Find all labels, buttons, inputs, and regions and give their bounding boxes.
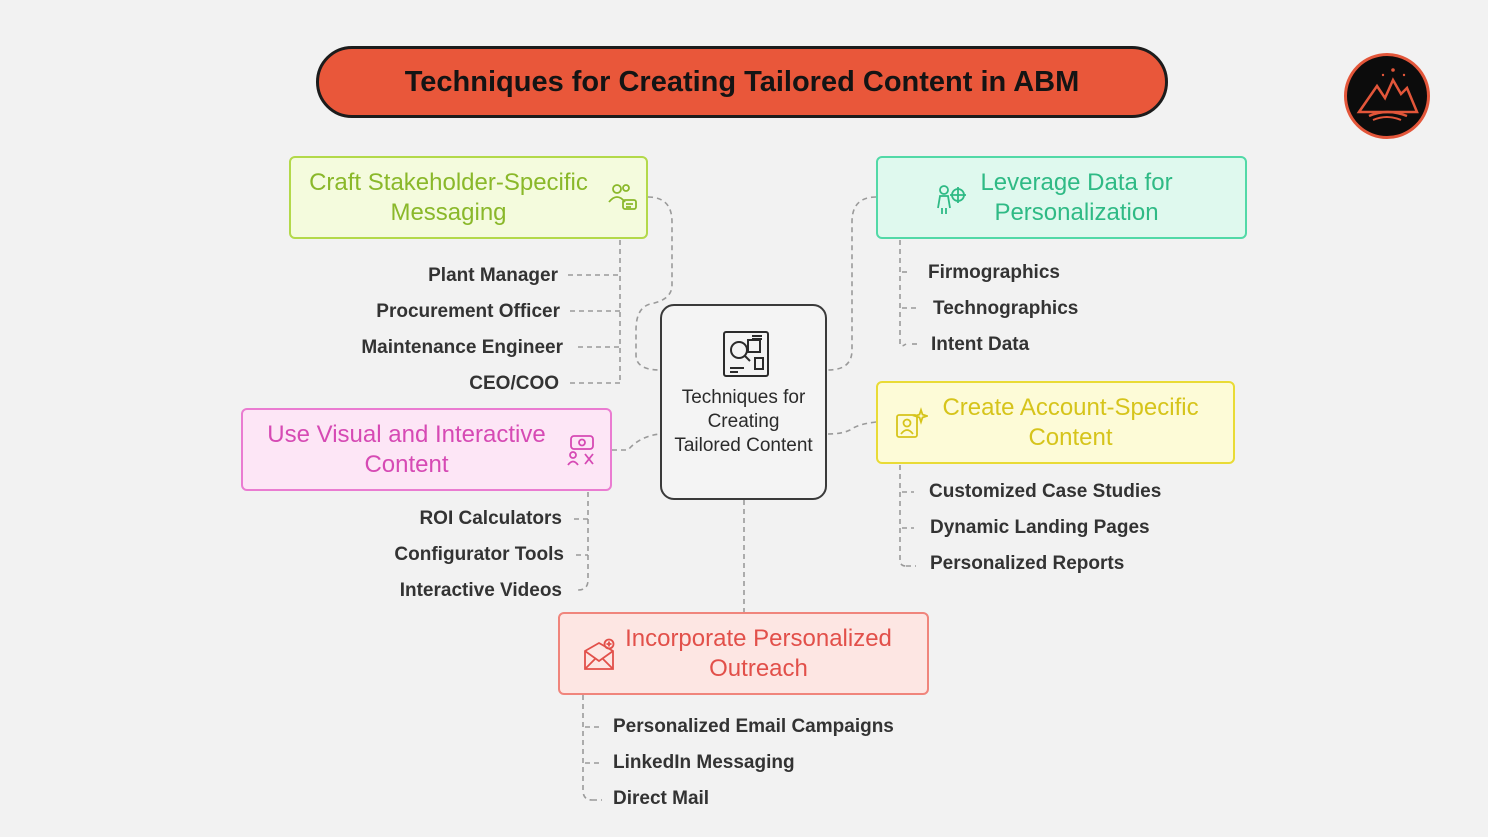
mountain-logo-icon <box>1344 53 1430 139</box>
list-item: Dynamic Landing Pages <box>930 517 1150 538</box>
topic-label: Incorporate Personalized Outreach <box>625 624 892 682</box>
topic-label: Create Account-Specific Content <box>942 393 1199 451</box>
list-item: Personalized Email Campaigns <box>613 716 894 737</box>
list-item: LinkedIn Messaging <box>613 752 795 773</box>
list-item: Technographics <box>933 298 1079 319</box>
person-target-icon <box>934 182 968 216</box>
central-label: Techniques for Creating Tailored Content <box>674 387 813 456</box>
list-item: Firmographics <box>928 262 1060 283</box>
list-item: ROI Calculators <box>419 508 562 529</box>
list-item: Intent Data <box>931 334 1030 355</box>
topic-label: Use Visual and Interactive Content <box>267 420 546 478</box>
list-item: Plant Manager <box>428 265 558 286</box>
list-item: CEO/COO <box>469 373 559 394</box>
list-item: Direct Mail <box>613 788 710 809</box>
topic-visual-interactive[interactable]: Use Visual and Interactive Content <box>241 408 612 491</box>
people-chat-icon <box>605 180 639 214</box>
list-item: Personalized Reports <box>930 553 1125 574</box>
eye-people-icon <box>565 434 599 468</box>
diagram-title: Techniques for Creating Tailored Content… <box>404 65 1080 98</box>
list-item: Configurator Tools <box>394 544 564 565</box>
topic-label: Craft Stakeholder-Specific Messaging <box>309 168 588 226</box>
envelope-plus-icon <box>582 638 616 672</box>
topic-leverage-data[interactable]: Leverage Data for Personalization <box>876 156 1247 239</box>
list-item: Customized Case Studies <box>929 481 1162 502</box>
topic-account-specific[interactable]: Create Account-Specific Content <box>876 381 1235 464</box>
analysis-icon <box>722 330 770 378</box>
list-item: Interactive Videos <box>399 580 562 601</box>
title-banner: Techniques for Creating Tailored Content… <box>316 46 1168 118</box>
topic-stakeholder-messaging[interactable]: Craft Stakeholder-Specific Messaging <box>289 156 648 239</box>
topic-personalized-outreach[interactable]: Incorporate Personalized Outreach <box>558 612 929 695</box>
topic-label: Leverage Data for Personalization <box>980 168 1173 226</box>
profile-sparkle-icon <box>894 407 930 441</box>
list-item: Procurement Officer <box>376 301 560 322</box>
list-item: Maintenance Engineer <box>361 337 563 358</box>
central-node[interactable]: Techniques for Creating Tailored Content <box>660 304 827 500</box>
